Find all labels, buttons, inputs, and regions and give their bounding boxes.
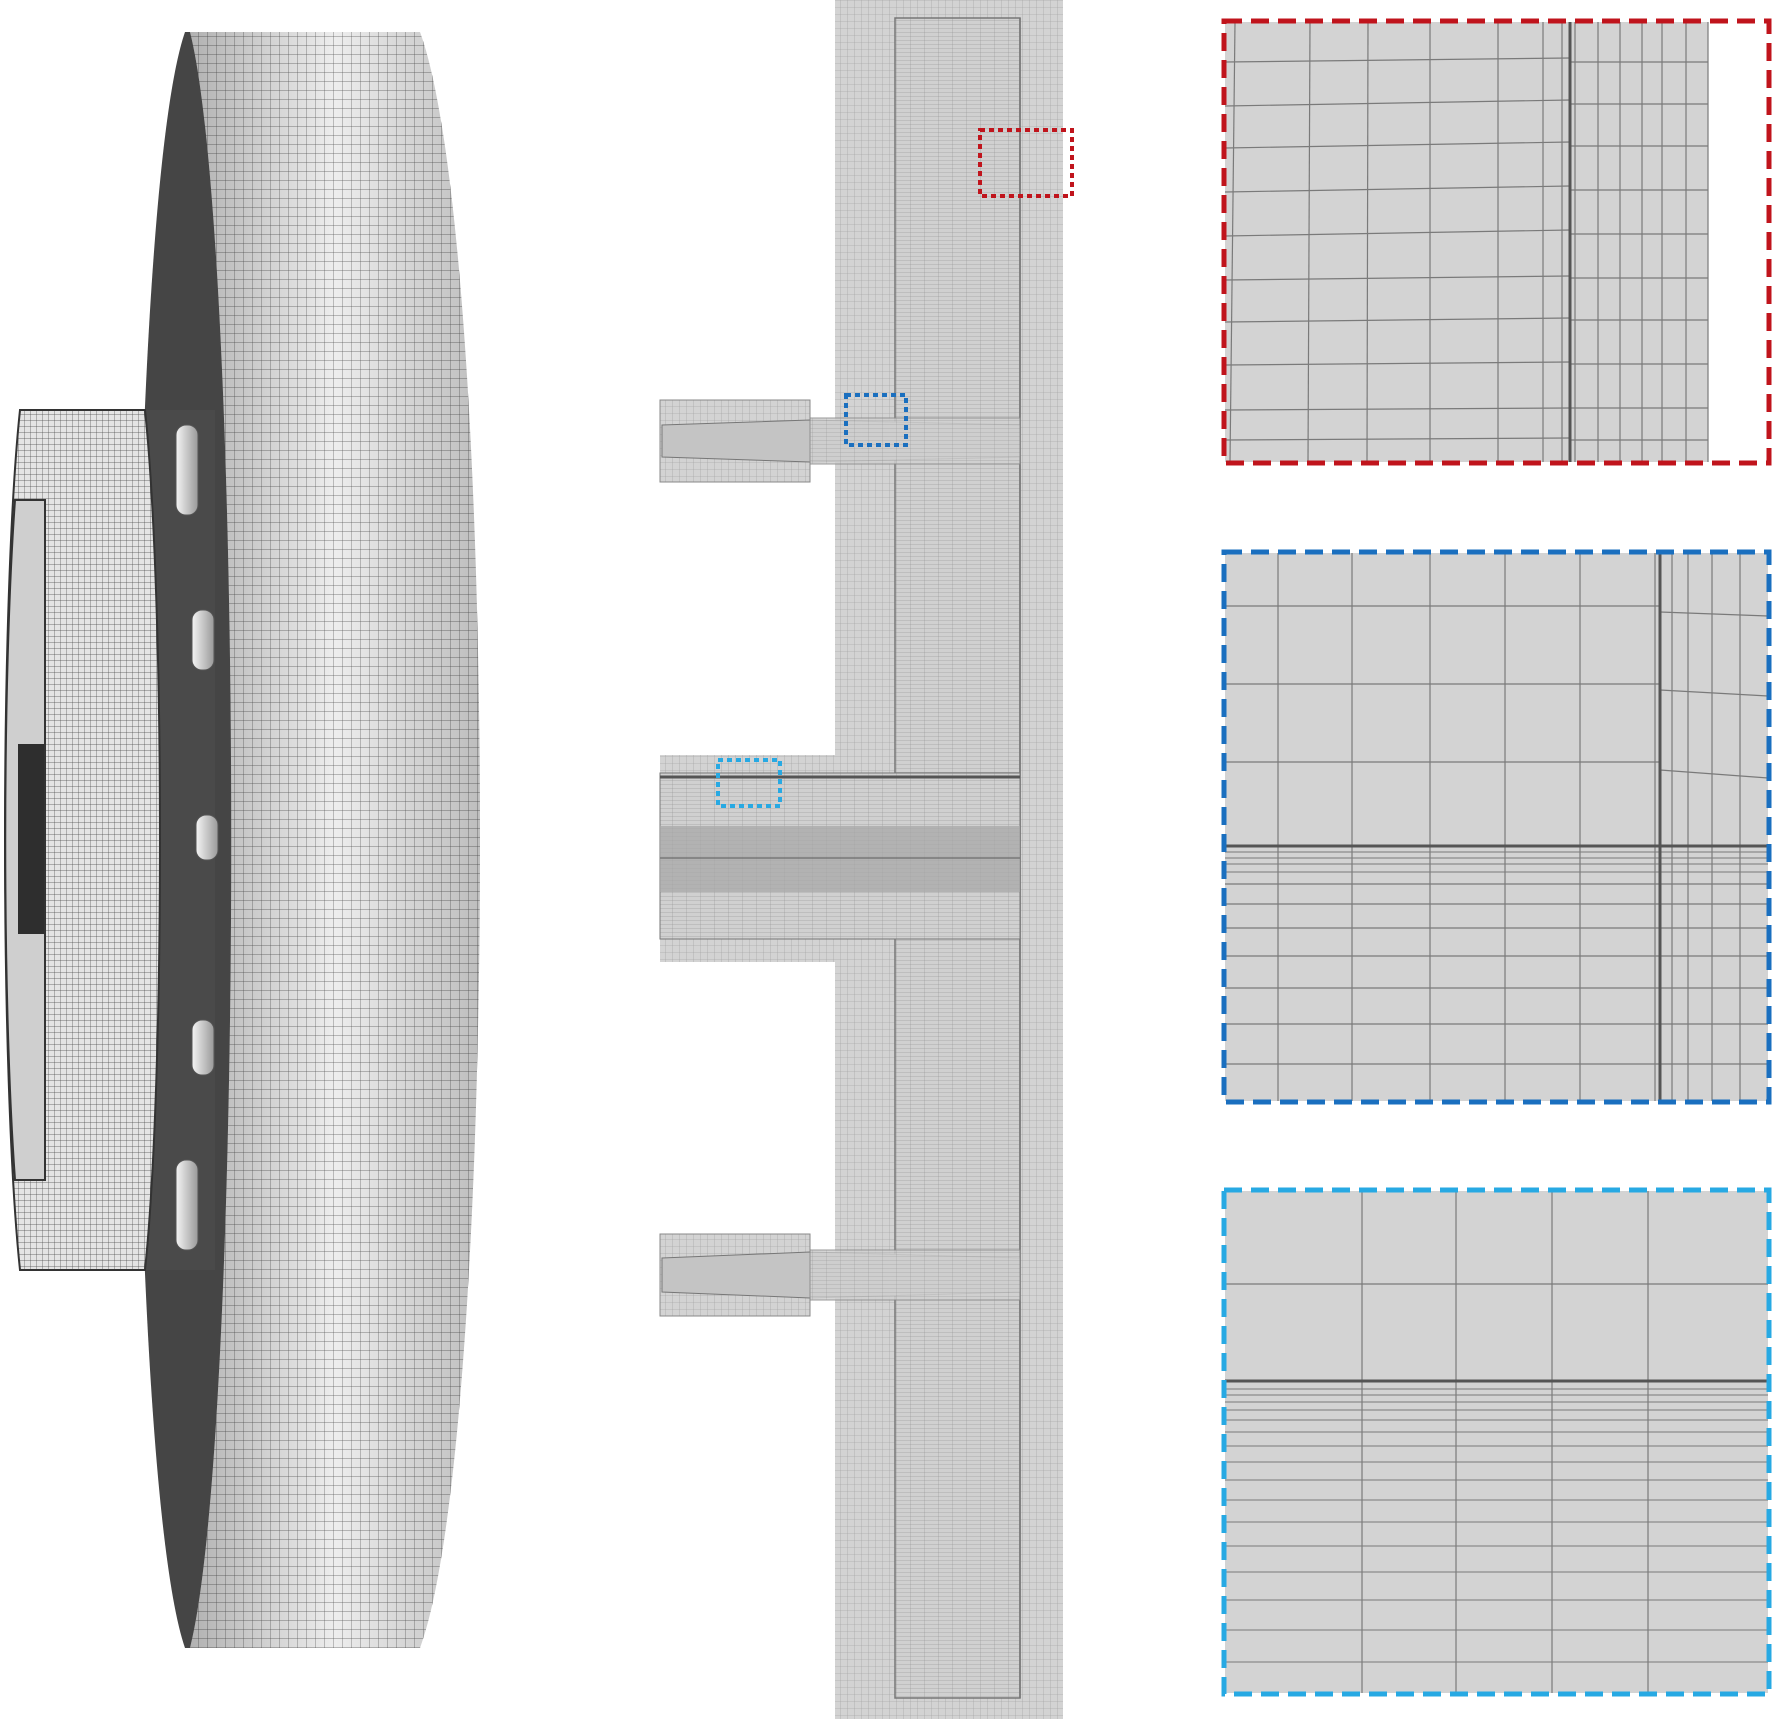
inset-light-blue-dense-rows (1225, 1388, 1768, 1663)
inset-red-grid (1224, 21, 1709, 463)
lower-inlet-channel (809, 1249, 1021, 1301)
bolt-head (191, 1019, 215, 1076)
lower-inlet (659, 1233, 1021, 1317)
bolt-head (195, 814, 219, 861)
upper-inlet-channel (809, 417, 1021, 465)
zoom-marker-light-blue (716, 758, 782, 808)
inset-red-empty-region (1708, 22, 1768, 462)
inset-dark-blue-dense-rows (1225, 851, 1768, 873)
zoom-inset-red (1221, 18, 1772, 466)
inset-light-blue-fill (1225, 1191, 1768, 1693)
inset-light-blue-border (1221, 1187, 1772, 1697)
inset-red-fill (1225, 22, 1708, 462)
zoom-marker-red (978, 128, 1074, 198)
bolt-head (191, 609, 215, 671)
3d-mesh-view (4, 32, 480, 1648)
inset-dark-blue-fill (1225, 553, 1768, 1101)
bolt-head (175, 424, 199, 516)
bolt-heads (175, 424, 219, 1251)
inset-dark-blue-border (1221, 549, 1772, 1105)
central-dense-mesh-band (660, 826, 1020, 892)
zoom-marker-dark-blue (844, 393, 908, 447)
zoom-inset-light-blue (1221, 1187, 1772, 1697)
zoom-inset-dark-blue (1221, 549, 1772, 1105)
inset-red-border (1221, 18, 1772, 466)
inset-light-blue-grid (1225, 1191, 1768, 1693)
bolt-head (175, 1159, 199, 1251)
cross-section-mesh (659, 0, 1074, 1719)
hub-shaft-slot (18, 744, 44, 934)
central-inlet (659, 755, 1021, 962)
inset-dark-blue-grid (1225, 553, 1769, 1101)
disc-shading (190, 32, 480, 1648)
